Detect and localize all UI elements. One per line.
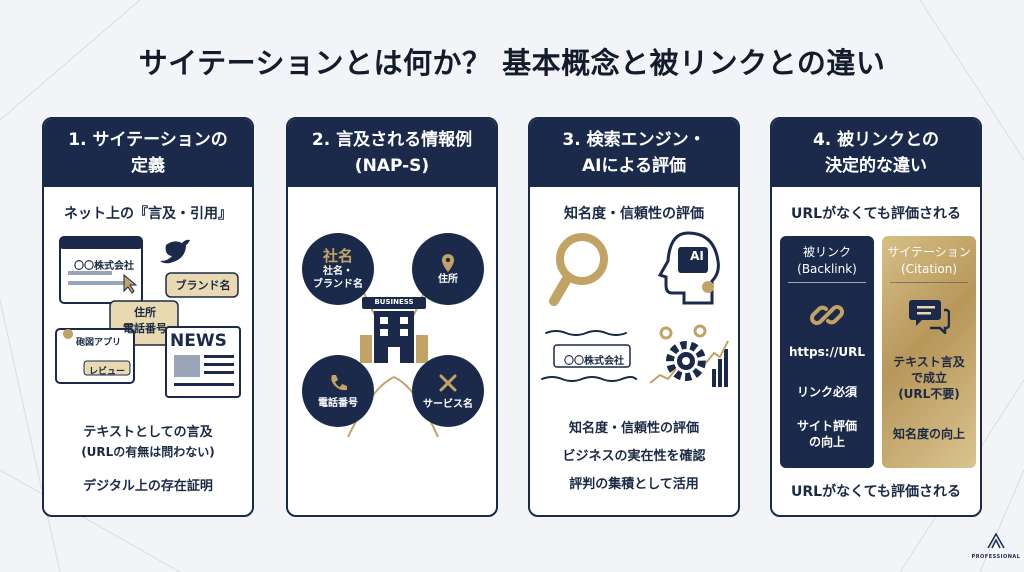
card-heading: 4. 被リンクとの 決定的な違い <box>772 119 980 187</box>
cursor-icon <box>123 273 138 294</box>
card-subheading: 知名度・信頼性の評価 <box>564 206 704 222</box>
link-chain-icon <box>810 305 844 325</box>
building-label: BUSINESS <box>374 298 414 306</box>
citation-requirement: テキスト言及 で成立 (URL不要) <box>893 355 965 401</box>
bird-icon <box>160 239 190 264</box>
card-heading: 2. 言及される情報例 (NAP-S) <box>288 119 496 187</box>
card-footer: URLがなくても評価される <box>791 484 961 500</box>
circle-company-name: 社名 社名・ ブランド名 <box>302 233 374 305</box>
review-label: レビュー <box>88 367 125 377</box>
citation-effect: 知名度の向上 <box>892 427 965 441</box>
card-nap-s: 2. 言及される情報例 (NAP-S) 社名 社名・ ブランド名 住所 BUSI… <box>286 117 498 517</box>
location-pin-icon <box>442 253 454 272</box>
phone-icon <box>331 374 347 390</box>
card-heading: 3. 検索エンジン・ AIによる評価 <box>530 119 738 187</box>
card-heading: 1. サイテーションの 定義 <box>44 119 252 187</box>
evaluation-line-1: 知名度・信頼性の評価 <box>568 421 699 436</box>
backlink-panel: 被リンク (Backlink) https://URL リンク必須 サイト評価 … <box>780 236 874 468</box>
digital-proof: デジタル上の存在証明 <box>83 479 213 494</box>
citation-panel: サイテーション (Citation) テキスト言及 で成立 (URL不要) 知名… <box>882 236 976 468</box>
backlink-effect: サイト評価 の向上 <box>796 419 857 449</box>
magnifier-icon <box>549 233 608 306</box>
card-definition: 1. サイテーションの 定義 ネット上の『言及・引用』 〇〇株式会社 ブランド名… <box>42 117 254 517</box>
company-tag: 〇〇株式会社 <box>564 356 624 367</box>
url-note: (URLの有無は問わない) <box>81 445 215 459</box>
backlink-url: https://URL <box>789 345 865 359</box>
page-title: サイテーションとは何か？ 基本概念と被リンクとの違い <box>138 46 886 80</box>
card-subheading: URLがなくても評価される <box>791 206 961 222</box>
app-label: 砲図アプリ <box>76 338 122 348</box>
text-mention: テキストとしての言及 <box>83 425 213 440</box>
tools-icon <box>439 374 457 391</box>
building-icon <box>360 297 428 363</box>
card-difference: 4. 被リンクとの 決定的な違い URLがなくても評価される 被リンク (Bac… <box>770 117 982 517</box>
logo-mark-icon <box>987 532 1005 549</box>
card-evaluation: 3. 検索エンジン・ AIによる評価 知名度・信頼性の評価 AI 〇〇株式会社 … <box>528 117 740 517</box>
circle-phone: 電話番号 <box>302 355 374 427</box>
backlink-requirement: リンク必須 <box>796 385 857 399</box>
ai-head-icon <box>657 231 720 305</box>
chat-bubble-icon <box>909 300 950 334</box>
card-subheading: ネット上の『言及・引用』 <box>64 206 232 222</box>
company-name: 〇〇株式会社 <box>74 261 134 272</box>
logo-text: PROFESSIONAL <box>971 554 1021 560</box>
evaluation-line-3: 評判の集積として活用 <box>569 477 699 492</box>
ai-label: AI <box>690 249 704 263</box>
mention-illustration <box>55 236 241 398</box>
brand-bubble: ブランド名 <box>175 279 231 292</box>
contact-bubble: 住所 電話番号 <box>123 306 167 335</box>
circle-address: 住所 <box>412 233 484 305</box>
news-label: NEWS <box>170 331 227 351</box>
text-scribble-illustration <box>541 330 637 382</box>
gear-chart-icon <box>649 324 729 387</box>
evaluation-line-2: ビジネスの実在性を確認 <box>562 449 706 464</box>
circle-service: サービス名 <box>412 355 484 427</box>
